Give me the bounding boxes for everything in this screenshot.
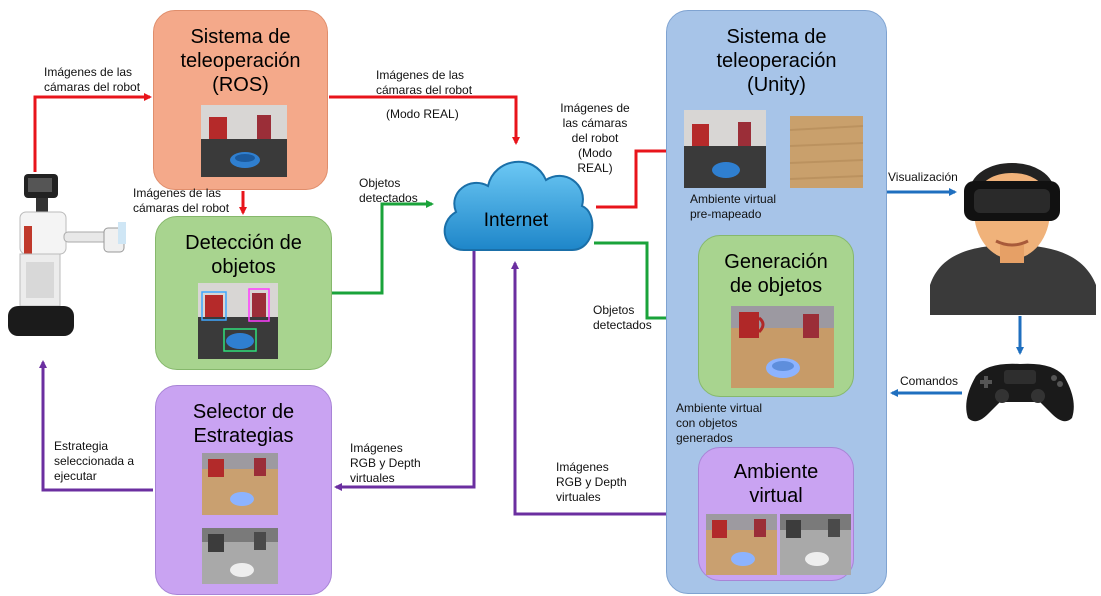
arrow-selector-to-robot: [39, 360, 153, 492]
detection-photo: [198, 283, 278, 359]
label-internet-to-selector: Imágenes RGB y Depth virtuales: [350, 441, 421, 485]
label-ros-to-internet-mode: (Modo REAL): [386, 107, 459, 121]
label-visualizacion: Visualización: [888, 170, 958, 184]
arrow-internet-to-selector: [334, 246, 476, 491]
arrow-ambiente-to-internet: [511, 261, 698, 516]
label-comandos: Comandos: [900, 374, 959, 388]
label-ros-to-deteccion: Imágenes de las cámaras del robot: [133, 186, 230, 215]
strategy-selector-title: Selector de Estrategias: [192, 401, 295, 447]
label-selector-to-robot: Estrategia seleccionada a ejecutar: [54, 439, 135, 483]
arrow-internet-to-unity: [596, 147, 681, 209]
label-generacion-to-ambiente: Ambiente virtual con objetos generados: [676, 401, 763, 445]
unity-camera-photo: [684, 110, 766, 188]
label-deteccion-to-internet: Objetos detectados: [359, 176, 418, 205]
vr-headset-user-image: [930, 163, 1096, 315]
label-robot-to-ros: Imágenes de las cámaras del robot: [44, 65, 141, 94]
cloud-icon: [443, 160, 594, 251]
virtual-environment-title: Ambiente virtual: [733, 461, 819, 507]
robot-image: [8, 174, 126, 336]
ros-system-title: Sistema de teleoperación (ROS): [180, 26, 301, 96]
generated-objects-photo: [731, 306, 834, 388]
virtual-rgb-photo: [706, 514, 777, 575]
label-internet-to-generacion: Objetos detectados: [593, 303, 652, 332]
selector-depth-photo: [202, 528, 278, 584]
internet-label: Internet: [483, 210, 549, 231]
label-internet-to-unity: Imágenes de las cámaras del robot (Modo …: [560, 101, 630, 175]
ros-camera-photo: [201, 105, 287, 177]
object-detection-title: Detección de objetos: [185, 232, 302, 278]
label-ros-to-internet: Imágenes de las cámaras del robot: [376, 68, 473, 97]
unity-system-title: Sistema de teleoperación (Unity): [716, 26, 837, 96]
ros-system-box: Sistema de teleoperación (ROS): [153, 10, 328, 190]
arrow-robot-to-ros: [33, 93, 152, 172]
arrow-ros-to-internet: [329, 95, 520, 145]
arrow-deteccion-to-internet: [332, 200, 434, 295]
object-generation-title: Generación de objetos: [724, 251, 828, 297]
selector-rgb-photo: [202, 453, 278, 515]
gamepad-image: [966, 363, 1074, 422]
label-premapeado: Ambiente virtual pre-mapeado: [690, 192, 777, 221]
virtual-depth-photo: [780, 514, 851, 575]
label-ambiente-to-internet: Imágenes RGB y Depth virtuales: [556, 460, 627, 504]
premapped-floor-texture: [790, 116, 863, 188]
